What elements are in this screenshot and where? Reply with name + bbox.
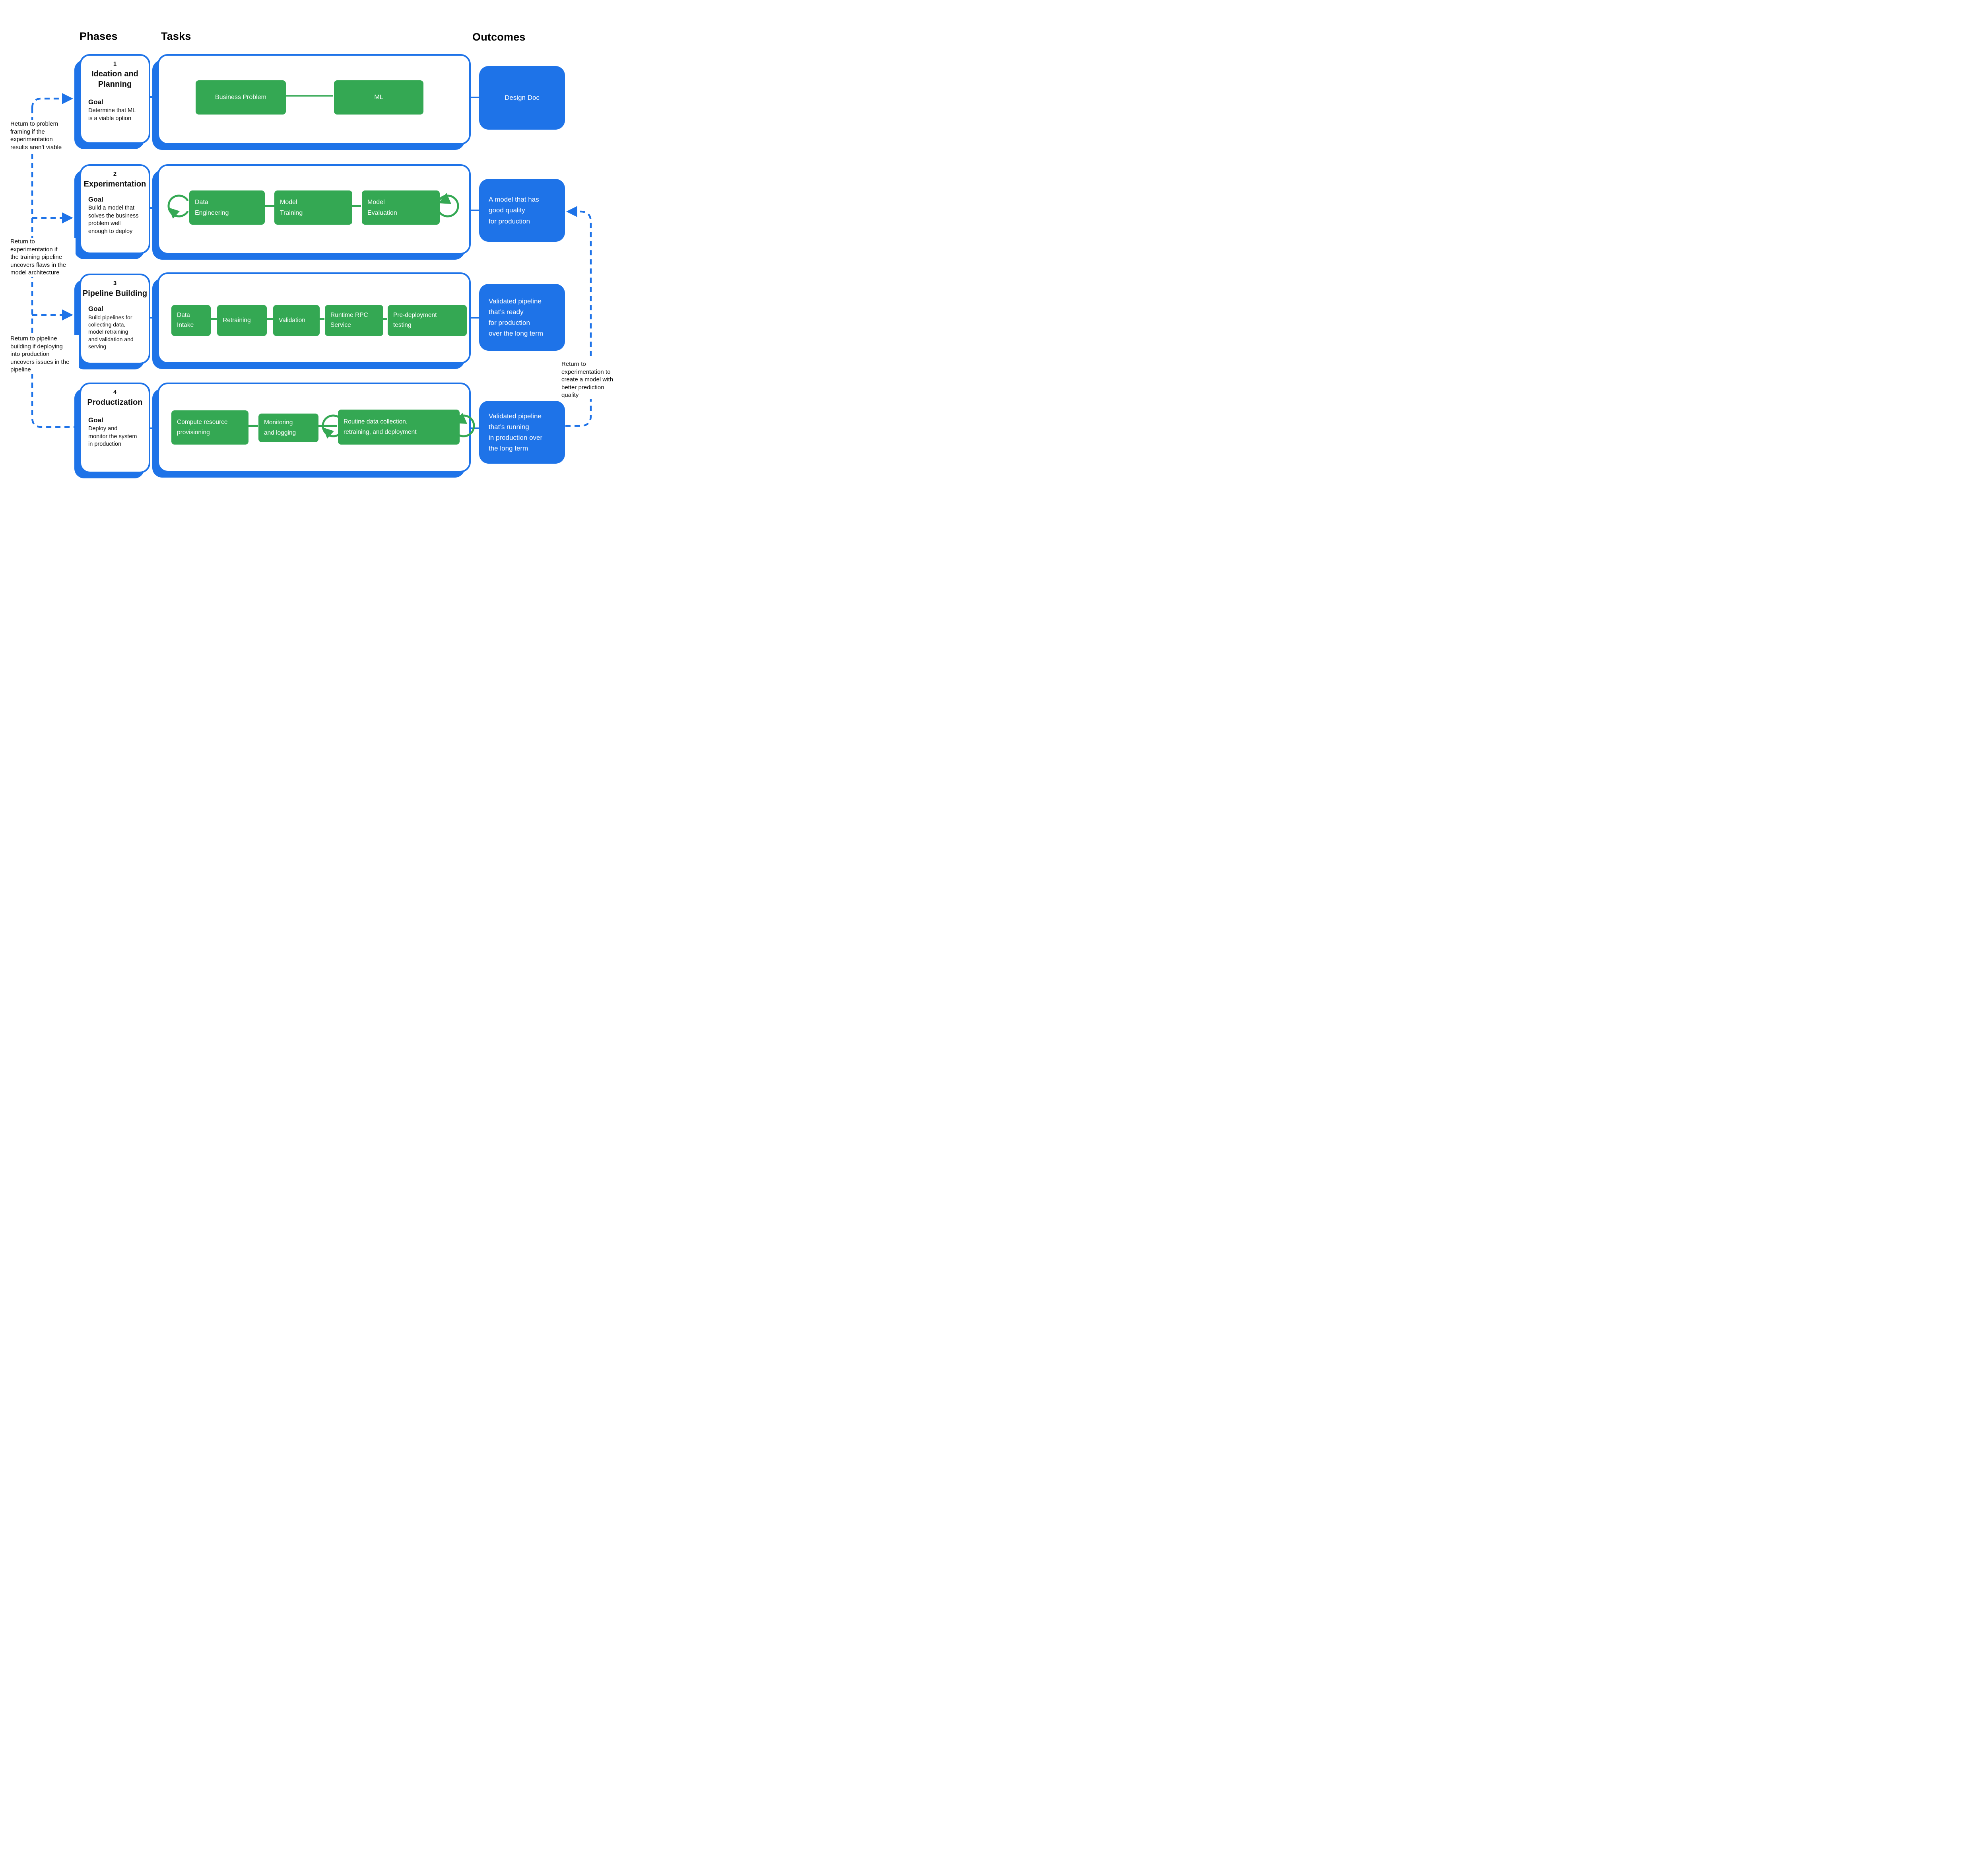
goal-label: Goal — [88, 98, 103, 106]
tasks-panel-2: Data Engineering Model Training Model Ev… — [157, 164, 471, 254]
outcome-design-doc: Design Doc — [479, 66, 565, 130]
outcome-label: Design Doc — [505, 94, 540, 102]
return-arrowhead-outcome2 — [566, 206, 577, 217]
phase-title: Experimentation — [83, 180, 146, 188]
outcome-label: Validated pipeline that’s running in pro… — [489, 412, 543, 453]
column-header-phases: Phases — [80, 30, 118, 42]
phase-title: Productization — [87, 398, 143, 407]
phase-number: 4 — [113, 389, 117, 396]
outcome-validated-pipeline-running: Validated pipeline that’s running in pro… — [479, 401, 565, 464]
return-arrowhead-phase3 — [62, 309, 73, 321]
task-model-training: Model Training — [274, 190, 352, 225]
goal-label: Goal — [88, 416, 103, 424]
phase-number: 2 — [113, 171, 117, 177]
task-data-intake: Data Intake — [171, 305, 211, 336]
task-pre-deployment-testing: Pre-deployment testing — [388, 305, 467, 336]
goal-text: Build a model that solves the business p… — [88, 205, 139, 235]
phase-box-pipeline-building: 3 Pipeline Building Goal Build pipelines… — [80, 274, 150, 364]
task-retraining: Retraining — [217, 305, 267, 336]
phase-number: 3 — [113, 280, 117, 287]
outcome-label: Validated pipeline that’s ready for prod… — [489, 297, 544, 338]
phase-number: 1 — [113, 60, 117, 67]
task-routine-data-collection: Routine data collection, retraining, and… — [338, 410, 460, 445]
tasks-panel-1: Business Problem ML — [157, 54, 471, 145]
task-business-problem: Business Problem — [196, 80, 286, 115]
task-model-evaluation: Model Evaluation — [362, 190, 440, 225]
column-header-tasks: Tasks — [161, 30, 191, 42]
return-arrowhead-phase1 — [62, 93, 73, 104]
task-monitoring-and-logging: Monitoring and logging — [258, 414, 318, 442]
task-ml: ML — [334, 80, 423, 115]
task-validation: Validation — [273, 305, 320, 336]
outcome-good-quality-model: A model that has good quality for produc… — [479, 179, 565, 242]
outcome-label: A model that has good quality for produc… — [489, 196, 539, 225]
annotation-return-pipeline-building: Return to pipeline building if deploying… — [10, 335, 79, 374]
goal-text: Determine that ML is a viable option — [88, 107, 136, 122]
goal-label: Goal — [88, 196, 103, 203]
task-compute-resource-provisioning: Compute resource provisioning — [171, 410, 248, 445]
tasks-panel-3: Data Intake Retraining Validation Runtim… — [157, 272, 471, 364]
outcome-validated-pipeline-ready: Validated pipeline that’s ready for prod… — [479, 284, 565, 351]
green-connectors — [208, 95, 387, 427]
blue-connectors — [149, 96, 480, 429]
column-header-outcomes: Outcomes — [472, 31, 526, 43]
goal-label: Goal — [88, 305, 103, 313]
annotation-return-experimentation: Return to experimentation if the trainin… — [10, 238, 76, 277]
phase-box-ideation-planning: 1 Ideation and Planning Goal Determine t… — [80, 54, 150, 144]
goal-text: Build pipelines for collecting data, mod… — [88, 314, 134, 350]
phase-box-productization: 4 Productization Goal Deploy and monitor… — [80, 383, 150, 473]
return-branch-to-phase1 — [31, 97, 62, 109]
annotation-return-problem-framing: Return to problem framing if the experim… — [10, 120, 73, 151]
return-arrowhead-phase2 — [62, 212, 73, 223]
task-data-engineering: Data Engineering — [189, 190, 265, 225]
task-runtime-rpc-service: Runtime RPC Service — [325, 305, 383, 336]
phase-title: Ideation and Planning — [91, 70, 138, 89]
mlops-workflow-diagram: Phases Tasks Outcomes 1 Ideation and Pla… — [0, 0, 623, 517]
goal-text: Deploy and monitor the system in product… — [88, 425, 137, 448]
phase-box-experimentation: 2 Experimentation Goal Build a model tha… — [80, 164, 150, 254]
tasks-panel-4: Compute resource provisioning Monitoring… — [157, 383, 471, 472]
annotation-return-experimentation-quality: Return to experimentation to create a mo… — [561, 360, 622, 399]
phase-title: Pipeline Building — [82, 289, 148, 298]
